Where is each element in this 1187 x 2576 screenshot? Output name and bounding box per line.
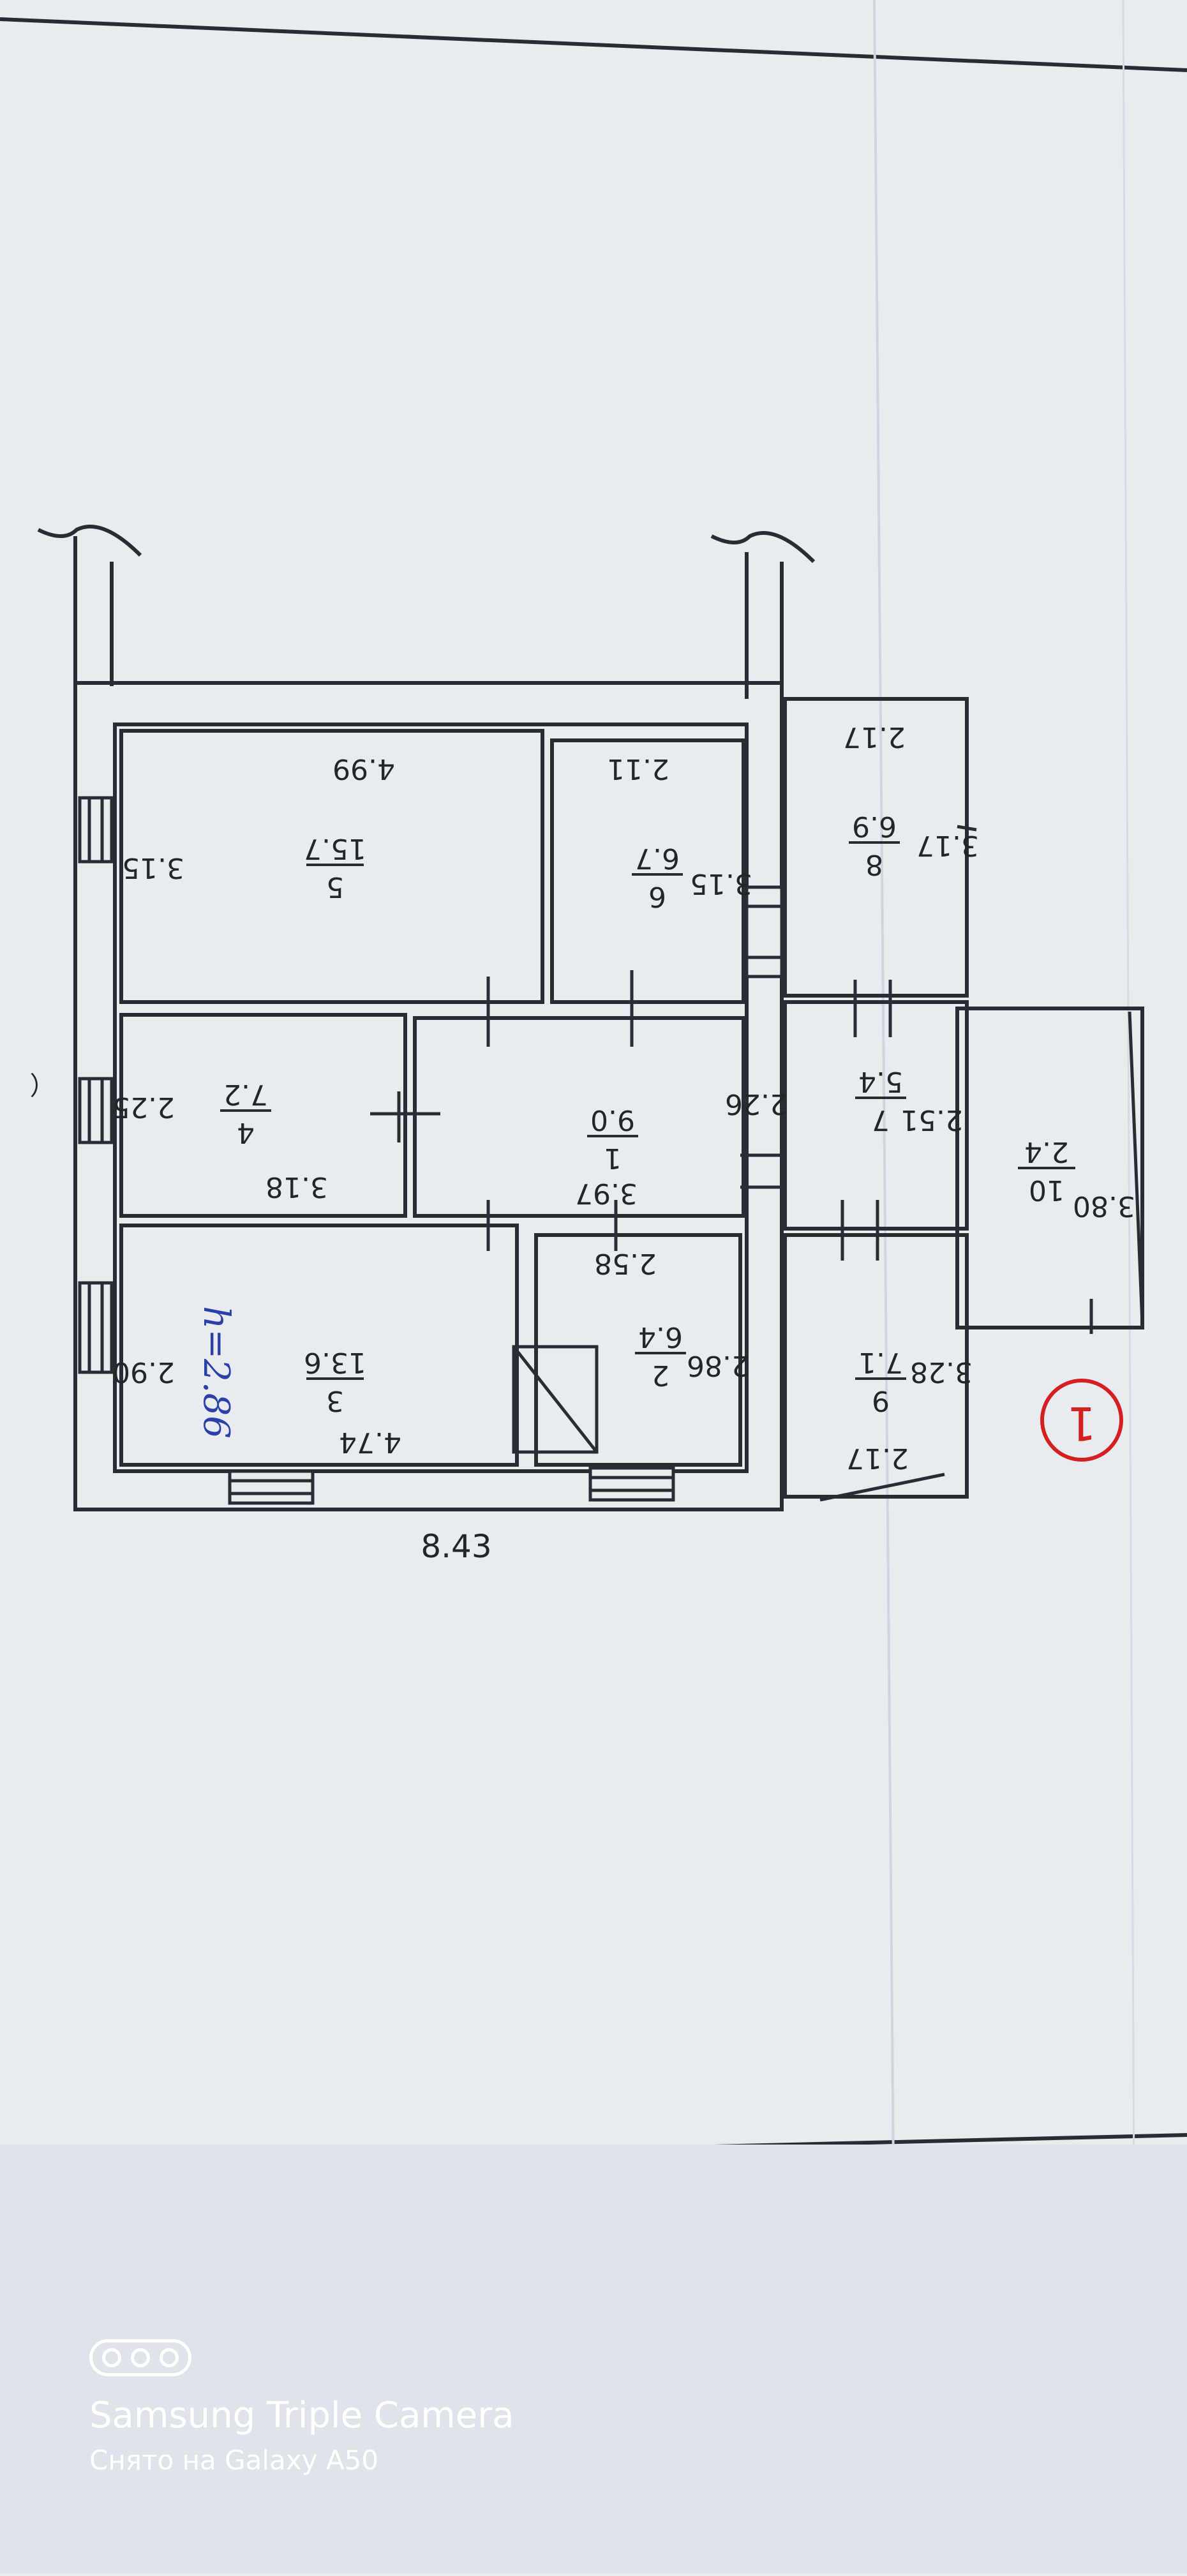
room-2-dim-b: 2.86 <box>687 1349 749 1382</box>
wall-stubs <box>37 525 816 699</box>
room-1-dim-b: 3.97 <box>575 1177 638 1209</box>
room-4-dim-a: 2.25 <box>112 1091 175 1123</box>
room-7-dim-a: 2.51 <box>900 1104 963 1136</box>
room-6-area: 6.7 <box>635 842 680 874</box>
room-8-dim-a: 2.17 <box>843 721 906 753</box>
room-labels: 1 9.0 2 6.4 3 13.6 4 7.2 5 15.7 6 6.7 7 … <box>220 810 1075 1417</box>
room-10-dim-a: 3.80 <box>1073 1190 1135 1222</box>
room-10-outline <box>955 1007 1144 1329</box>
sheet-number: 1 <box>1067 1397 1096 1450</box>
room-8-outline <box>783 697 969 998</box>
room-4-area: 7.2 <box>223 1078 268 1111</box>
room-5-outline <box>119 729 544 1004</box>
lower-page-area <box>0 2145 1187 2573</box>
room-3-number: 3 <box>326 1384 344 1417</box>
room-2-number: 2 <box>652 1359 669 1391</box>
interior-walls <box>119 697 1144 1499</box>
fraction-bars <box>220 841 1075 1380</box>
windows <box>78 796 784 1505</box>
outer-walls <box>73 681 784 1511</box>
window-room-3 <box>78 1281 114 1374</box>
window-room-6 <box>745 885 784 978</box>
watermark-brand: Samsung Triple Camera <box>89 2395 514 2436</box>
room-4-number: 4 <box>237 1116 255 1149</box>
room-6-dim-a: 2.11 <box>607 753 669 785</box>
window-room-4 <box>78 1077 114 1144</box>
overall-width-dimension: 8.43 <box>421 1528 491 1565</box>
paper-fold-line <box>873 0 895 2171</box>
room-8-area: 6.9 <box>852 810 897 842</box>
room-1-outline <box>413 1016 745 1218</box>
room-8-number: 8 <box>865 848 883 881</box>
room-3-dim-b: 4.74 <box>339 1426 401 1458</box>
room-5-area: 15.7 <box>304 832 366 865</box>
room-7-number: 7 <box>872 1104 890 1136</box>
window-room-5 <box>78 796 114 864</box>
camera-lens-icon <box>89 2339 191 2376</box>
room-9-dim-b: 2.17 <box>846 1442 909 1474</box>
door-marks <box>370 825 1144 1502</box>
room-1-number: 1 <box>604 1142 622 1174</box>
room-4-dim-b: 3.18 <box>265 1171 328 1203</box>
dimension-labels: 2.26 3.97 2.58 2.86 2.90 4.74 2.25 3.18 … <box>112 721 1135 1565</box>
room-9-area: 7.1 <box>858 1346 903 1379</box>
room-10-area: 2.4 <box>1024 1135 1069 1168</box>
window-bottom-right <box>588 1466 675 1502</box>
room-10-number: 10 <box>1029 1174 1064 1206</box>
room-5-dim-a: 4.99 <box>332 753 395 785</box>
room-5-number: 5 <box>326 871 344 903</box>
room-9-dim-a: 3.28 <box>910 1356 973 1388</box>
room-7-area: 5.4 <box>858 1065 903 1098</box>
room-9-number: 9 <box>872 1384 890 1417</box>
edge-fragment-mark: ⌒ <box>10 1072 39 1098</box>
room-5-dim-b: 3.15 <box>122 851 184 884</box>
sheet-border-top <box>0 17 1187 72</box>
room-6-number: 6 <box>648 880 666 913</box>
stove-symbol <box>512 1345 599 1454</box>
room-1-area: 9.0 <box>590 1104 635 1136</box>
window-bottom-left <box>228 1469 315 1505</box>
sheet-number-stamp: 1 <box>1040 1379 1123 1462</box>
room-3-outline <box>119 1224 519 1467</box>
room-3-dim-a: 2.90 <box>112 1356 175 1388</box>
ceiling-height-note: h=2.86 <box>195 1306 237 1439</box>
room-2-dim-a: 2.58 <box>594 1247 657 1280</box>
room-8-dim-b: 3.17 <box>916 829 979 862</box>
room-2-outline <box>534 1233 742 1467</box>
room-1-dim-a: 2.26 <box>725 1088 788 1120</box>
room-6-outline <box>550 738 745 1004</box>
room-6-dim-b: 3.15 <box>690 867 752 900</box>
room-2-area: 6.4 <box>638 1321 683 1353</box>
room-3-area: 13.6 <box>304 1346 366 1379</box>
watermark-caption: Снято на Galaxy A50 <box>89 2445 379 2476</box>
